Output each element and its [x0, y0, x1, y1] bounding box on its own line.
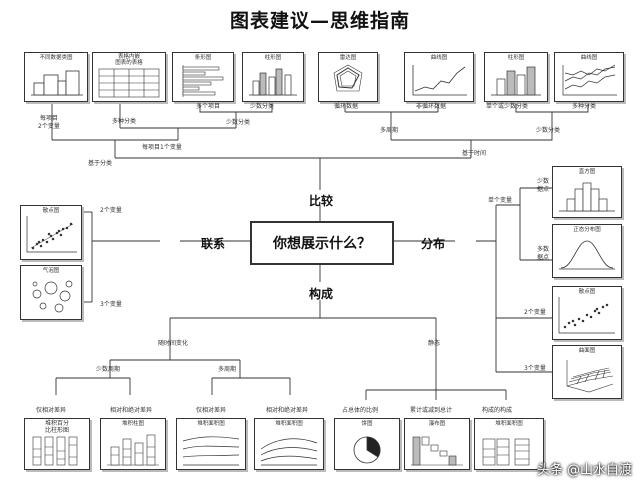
thumb-label: 瀑布图 [428, 421, 446, 427]
thumb-label: 曲线图 [430, 55, 448, 61]
thumb-label: 条形图 [194, 55, 212, 61]
branch-relation: 联系 [201, 237, 226, 251]
watermark: 头条 @山水自渡 [536, 463, 632, 478]
thumb-label: 柱形图 [507, 55, 525, 61]
label-few-categories-3: 少数分类 [536, 127, 561, 134]
center-question: 你想展示什么？ [250, 221, 394, 265]
label-by-category: 基于分类 [88, 160, 113, 167]
thumb-histogram: 直方图 [552, 166, 622, 218]
label-few-categories-2: 少数分类 [226, 119, 251, 126]
label-per-item-1var: 每项目1个变量 [142, 144, 182, 151]
thumb-label: 正态分布图 [573, 227, 601, 233]
label-3-variables-dist: 3个变量 [524, 365, 546, 372]
thumb-label: 表格内嵌 图表的表格 [115, 54, 143, 67]
label-2-variables-dist: 2个变量 [524, 309, 546, 316]
thumb-label: 曲线图 [580, 55, 598, 61]
thumb-label: 散点图 [42, 208, 60, 214]
label-static: 静态 [428, 340, 441, 347]
thumb-line-chart: 曲线图 [404, 52, 474, 102]
label-relative-absolute-diff-2: 相对和绝对差异 [266, 407, 309, 414]
label-few-points: 少数 据点 [537, 178, 550, 193]
thumb-surface-chart: 曲面图 [552, 345, 622, 399]
thumb-label: 不同数据类图 [39, 55, 73, 61]
label-components-of-components: 构成的构成 [482, 407, 513, 414]
thumb-stacked-column: 堆积柱图 [100, 418, 166, 470]
label-2-variables: 2个变量 [100, 207, 122, 214]
thumb-multi-line-chart: 曲线图 [554, 52, 624, 102]
label-relative-absolute-diff: 相对和绝对差异 [110, 407, 153, 414]
thumb-column-chart-2: 柱形图 [484, 52, 548, 102]
branch-distribution: 分布 [421, 237, 446, 251]
thumb-stacked-area-1: 堆积面积图 [176, 418, 246, 470]
label-cyclic: 循环数据 [334, 103, 359, 110]
label-single-variable: 单个变量 [488, 197, 513, 204]
label-noncyclic: 非循环数据 [416, 103, 447, 110]
label-accumulate-to-total: 累计或减到总计 [410, 407, 453, 414]
thumb-label: 雷达图 [339, 55, 357, 61]
thumb-label: 堆积柱图 [121, 421, 144, 427]
label-many-periods-2: 多周期 [218, 366, 237, 373]
thumb-scatter-plot-2: 散点图 [552, 286, 622, 340]
thumb-label: 饼图 [361, 421, 373, 427]
thumb-radar-chart: 雷达图 [318, 52, 378, 102]
thumb-column-chart: 柱形图 [242, 52, 304, 102]
label-many-categories-2: 多种分类 [572, 103, 597, 110]
thumb-label: 堆积面积图 [275, 421, 303, 427]
label-few-periods: 少数周期 [96, 366, 121, 373]
label-relative-diff-only: 仅相对差异 [36, 407, 67, 414]
thumb-normal-distribution: 正态分布图 [552, 224, 622, 278]
thumb-label: 直方图 [578, 169, 596, 175]
thumb-label: 柱形图 [264, 55, 282, 61]
page-title: 图表建议—思维指南 [229, 10, 410, 32]
label-single-or-few: 单个或少数分类 [486, 103, 529, 110]
label-share-of-total: 占总体的比例 [342, 407, 379, 414]
thumb-bubble-chart: 气泡图 [20, 265, 82, 320]
thumb-stacked-area-3: 堆积面积图 [474, 418, 544, 470]
branch-compare: 比较 [309, 194, 334, 208]
thumb-variable-width-column: 不同数据类图 [24, 52, 88, 102]
label-many-periods: 多周期 [380, 127, 399, 134]
thumb-stacked-area-2: 堆积面积图 [254, 418, 324, 470]
label-3-variables: 3个变量 [100, 301, 122, 308]
thumb-stacked-100-column: 堆积百分 比柱形图 [24, 418, 90, 470]
label-per-item-2var: 每项目 2个变量 [38, 115, 60, 130]
label-many-items: 多个项目 [196, 103, 221, 110]
thumb-waterfall-chart: 瀑布图 [404, 418, 470, 470]
label-many-categories: 多种分类 [112, 118, 137, 125]
label-over-time: 随时间变化 [158, 340, 189, 347]
thumb-bar-chart: 条形图 [172, 52, 234, 102]
thumb-label: 气泡图 [42, 268, 60, 274]
thumb-label: 堆积面积图 [495, 421, 523, 427]
label-few-categories: 少数分类 [250, 103, 275, 110]
thumb-label: 堆积面积图 [197, 421, 225, 427]
thumb-pie-chart: 饼图 [334, 418, 400, 470]
label-many-points: 多数 据点 [537, 246, 550, 261]
thumb-label: 曲面图 [578, 348, 596, 354]
thumb-table-with-charts: 表格内嵌 图表的表格 [92, 52, 166, 102]
label-relative-diff-only-2: 仅相对差异 [196, 407, 227, 414]
thumb-label: 堆积百分 比柱形图 [44, 420, 69, 434]
branch-composition: 构成 [309, 287, 334, 301]
thumb-label: 散点图 [578, 289, 596, 295]
label-by-time: 基于时间 [462, 150, 487, 157]
thumb-scatter-plot: 散点图 [20, 205, 82, 260]
